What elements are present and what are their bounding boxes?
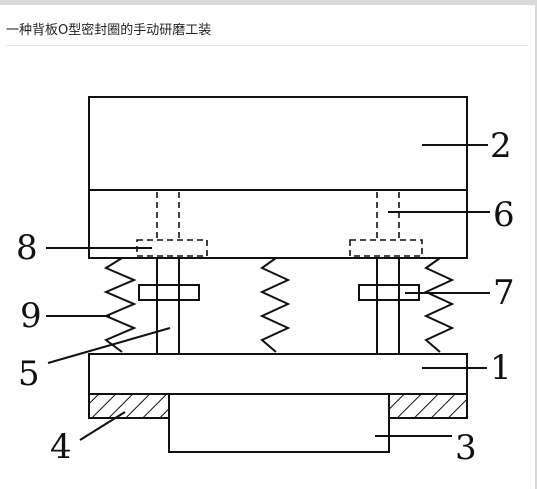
callout-5: 5 xyxy=(18,354,40,394)
upper-block xyxy=(88,96,468,191)
callout-2: 2 xyxy=(490,126,512,166)
seal-ring-right xyxy=(388,393,468,419)
springs xyxy=(103,257,455,353)
window-right-border xyxy=(535,0,537,489)
leader-lines xyxy=(46,144,490,441)
middle-plate xyxy=(88,189,468,259)
guide-posts xyxy=(156,258,400,354)
callout-3: 3 xyxy=(455,428,477,468)
title-divider xyxy=(6,45,528,46)
window-top-strip xyxy=(0,0,537,5)
base-plate xyxy=(88,353,468,395)
hidden-bolt-holes xyxy=(136,192,423,257)
callout-8: 8 xyxy=(16,228,38,268)
bottom-boss xyxy=(168,393,390,453)
callout-1: 1 xyxy=(490,348,512,388)
callout-9: 9 xyxy=(20,296,42,336)
page-title: 一种背板O型密封圈的手动研磨工装 xyxy=(6,23,212,38)
callout-4: 4 xyxy=(50,427,72,467)
callout-6: 6 xyxy=(493,195,515,235)
seal-ring-left xyxy=(88,393,170,419)
callout-7: 7 xyxy=(493,273,515,313)
